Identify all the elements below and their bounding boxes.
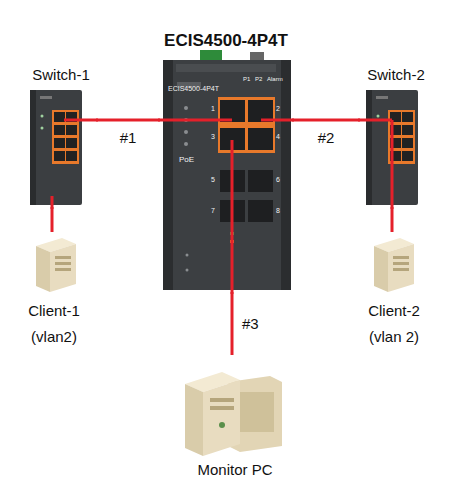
switch-2-device — [402, 138, 413, 148]
monitor-pc-computer — [185, 384, 203, 456]
panel-label: PoE — [179, 156, 194, 164]
panel-label: 3 — [211, 133, 215, 140]
node-label: Client-1 — [28, 298, 80, 324]
client-1-server — [55, 268, 71, 271]
ecis-device — [281, 60, 291, 290]
client-2-server — [388, 244, 414, 292]
client-node: Client-2(vlan 2) — [356, 232, 432, 350]
node-label: Monitor PC — [197, 457, 272, 483]
panel-label: 5 — [211, 176, 215, 183]
node-label: Switch-2 — [367, 62, 425, 88]
panel-label: ECIS4500-4P4T — [168, 85, 219, 92]
panel-label: Alarm — [267, 76, 283, 82]
ecis-device — [163, 60, 291, 290]
node-label: Switch-1 — [32, 62, 90, 88]
ecis-device — [186, 269, 189, 272]
callout-number: #3 — [240, 315, 261, 333]
panel-label: P1 — [243, 76, 250, 82]
ecis-device — [248, 200, 273, 222]
switch-1-device — [52, 110, 79, 164]
switch-2-device — [376, 96, 388, 99]
panel-label: 7 — [211, 207, 215, 214]
cable-stub — [52, 120, 392, 294]
panel-label: 4 — [276, 133, 280, 140]
switch-1-device — [54, 151, 65, 161]
switch-2-device — [377, 115, 380, 118]
client-2-server — [393, 256, 409, 259]
panel-label: 8 — [276, 207, 280, 214]
monitor-pc-computer — [238, 392, 274, 432]
ecis-device — [163, 60, 173, 290]
node-sublabel: (vlan2) — [31, 324, 77, 350]
client-node: Client-1(vlan2) — [16, 232, 92, 350]
ecis-device — [184, 142, 188, 146]
switch-1-device — [41, 115, 44, 118]
client-1-server — [36, 246, 50, 292]
ecis-device — [218, 97, 275, 153]
panel-label: 6 — [276, 176, 280, 183]
panel-label: 1 — [211, 105, 215, 112]
switch-1-device — [66, 151, 77, 161]
panel-label: P2 — [255, 76, 262, 82]
client-1-server — [55, 262, 71, 265]
client-1-server — [55, 256, 71, 259]
monitor-pc-computer — [210, 398, 234, 402]
switch-1-device — [66, 138, 77, 148]
callout-number: #2 — [316, 129, 337, 147]
cable-stub — [64, 119, 98, 122]
cable-stub — [231, 140, 234, 294]
switch-1-device — [54, 138, 65, 148]
cable-link — [292, 119, 360, 122]
cable-stub — [158, 119, 232, 122]
ecis-device — [163, 50, 291, 290]
switch-1-device — [54, 112, 65, 122]
cable-stub — [261, 119, 294, 122]
callout-number: #1 — [118, 129, 139, 147]
switch-1-device — [30, 90, 82, 205]
ecis-device — [184, 130, 188, 134]
monitor-pc-computer — [210, 406, 234, 410]
monitor-pc-computer — [219, 422, 225, 428]
switch-1-device — [41, 127, 44, 130]
switch-node: Switch-1 — [26, 62, 96, 207]
monitor-pc-computer — [185, 372, 282, 456]
cable-link — [51, 207, 54, 232]
monitor-pc-computer — [203, 380, 240, 456]
switch-1-device — [40, 96, 52, 99]
ecis-device — [248, 128, 273, 150]
client-2-server — [374, 246, 388, 292]
switch-1-device — [66, 125, 77, 135]
node-label: ECIS4500-4P4T — [164, 30, 288, 52]
panel-label: 2 — [276, 105, 280, 112]
switch-1-device — [54, 125, 65, 135]
ecis-device — [248, 170, 273, 192]
switch-2-device — [402, 112, 413, 122]
client-2-server — [393, 262, 409, 265]
ecis-device — [186, 254, 189, 257]
cable-stub — [391, 120, 394, 209]
cable-link — [391, 207, 394, 232]
client-2-server — [374, 238, 414, 292]
pc-node: Monitor PC — [165, 355, 305, 483]
switch-node: Switch-2 — [360, 62, 432, 207]
node-label: Client-2 — [368, 298, 420, 324]
switch-1-device — [30, 90, 36, 205]
cable-stub — [358, 119, 392, 122]
switch-2-device — [402, 125, 413, 135]
node-sublabel: (vlan 2) — [369, 324, 419, 350]
ecis-device — [184, 106, 188, 110]
client-2-server — [393, 268, 409, 271]
client-1-server — [36, 238, 76, 292]
cable-link — [96, 119, 160, 122]
switch-2-device — [402, 151, 413, 161]
cable-link — [231, 292, 234, 355]
switch-2-device — [366, 90, 372, 205]
switch-1-device — [30, 90, 82, 205]
ecis-device — [176, 64, 276, 72]
client-1-server — [50, 244, 76, 292]
